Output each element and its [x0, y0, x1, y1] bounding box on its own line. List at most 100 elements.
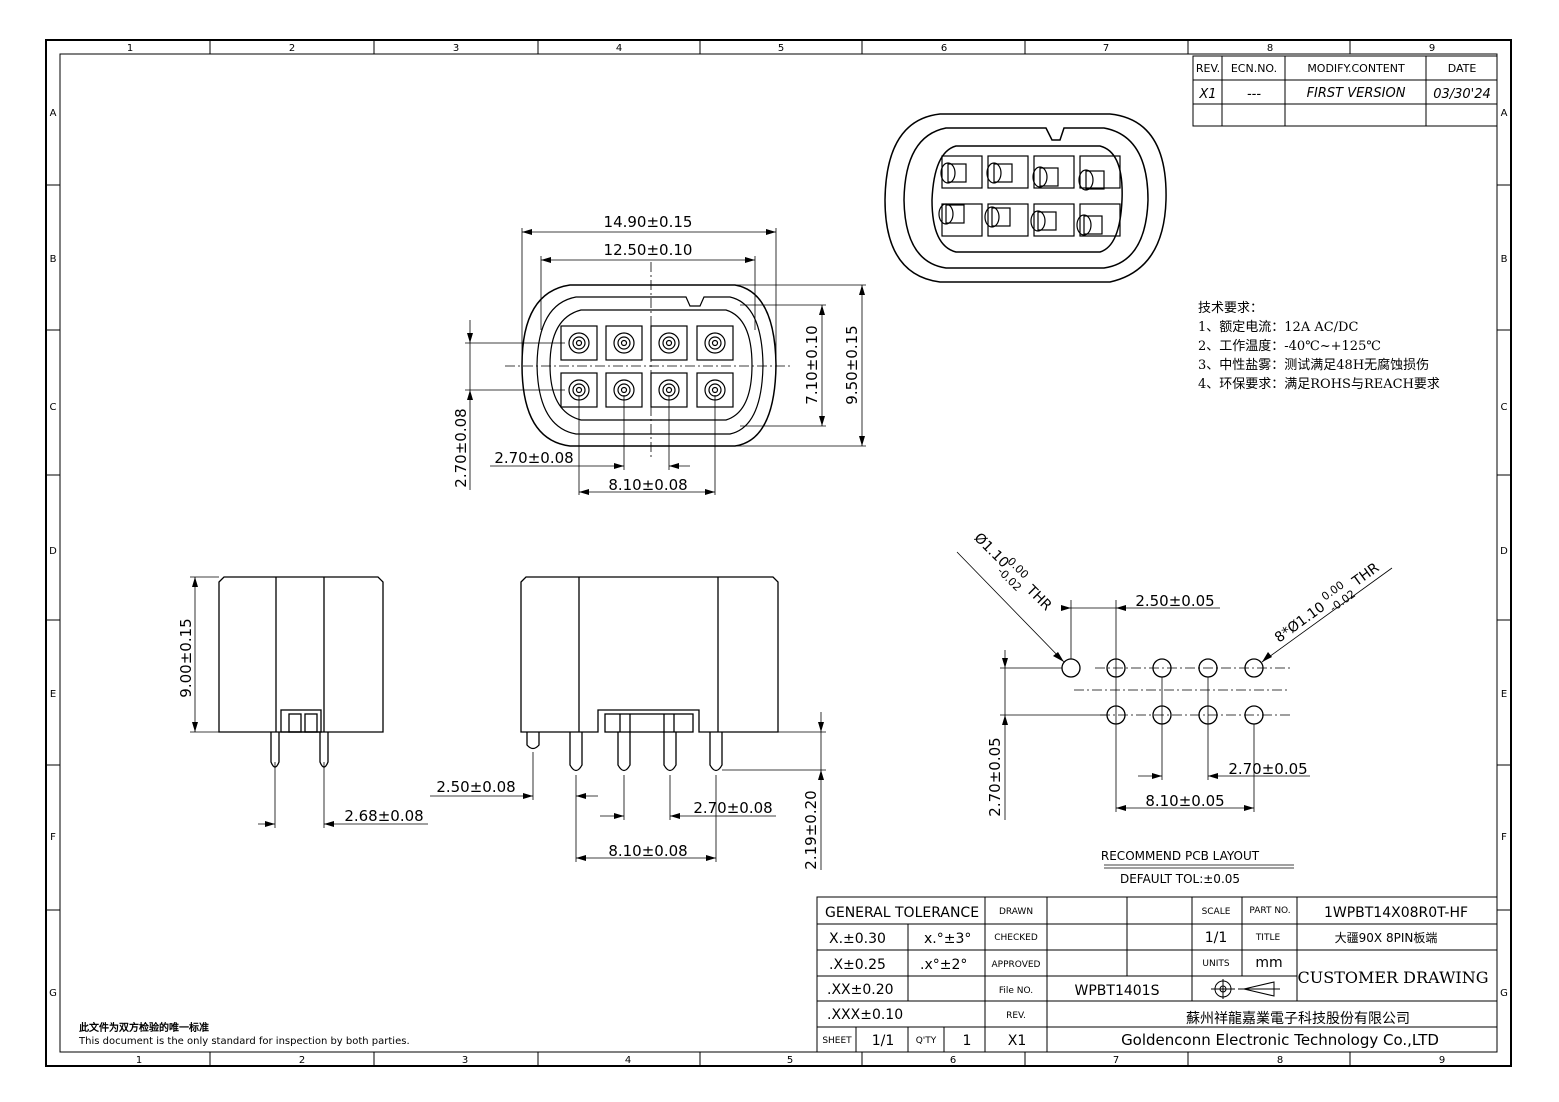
modify-value: FIRST VERSION: [1307, 86, 1406, 101]
pcb-centerlines: [1074, 667, 1290, 716]
top-view-cavities: [560, 325, 734, 408]
title-label: TITLE: [1255, 933, 1281, 943]
side-view-dim-labels: 9.00±0.15 2.68±0.08: [177, 618, 424, 825]
tech-item: 4、环保要求：满足ROHS与REACH要求: [1198, 377, 1440, 392]
dim-side-pin-offset: 2.68±0.08: [344, 807, 423, 825]
zone-col-label: 9: [1439, 1055, 1445, 1066]
sheet-label: SHEET: [822, 1036, 852, 1046]
isometric-view: [884, 113, 1167, 283]
dim-overall-height: 9.50±0.15: [843, 325, 861, 404]
pcb-row-pitch-dim: 2.70±0.05: [986, 737, 1004, 816]
ecn-value: ---: [1247, 87, 1261, 102]
qty-value: 1: [963, 1033, 972, 1049]
dim-front-pin-span: 8.10±0.08: [608, 842, 687, 860]
zone-row-label: C: [50, 402, 57, 413]
qty-label: Q'TY: [916, 1036, 937, 1046]
top-view-centerlines: [505, 262, 790, 460]
top-view-dim-labels: 14.90±0.15 12.50±0.10 2.70±0.08 8.10±0.0…: [452, 213, 861, 494]
zone-row-label: E: [50, 689, 56, 700]
hole-thr: THR: [1349, 560, 1383, 591]
checked-label: CHECKED: [994, 933, 1038, 943]
dim-overall-width: 14.90±0.15: [604, 213, 693, 231]
pcb-hole-callout-right: 8*Ø1.10 0.00 -0.02 THR: [1272, 560, 1383, 646]
zone-row-label: C: [1501, 402, 1508, 413]
top-view-dim-lines: [465, 228, 866, 495]
zone-col-label: 2: [289, 43, 295, 54]
drawing-type: CUSTOMER DRAWING: [1298, 968, 1489, 987]
iso-pin-row-bottom: [938, 203, 1121, 237]
pcb-span-dim: 8.10±0.05: [1145, 792, 1224, 810]
side-view: [190, 576, 428, 828]
zone-col-label: 4: [616, 43, 622, 54]
footer-note: 此文件为双方检验的唯一标准 This document is the only …: [78, 1021, 410, 1047]
zone-row-label: B: [50, 254, 57, 265]
tech-requirements: 技术要求： 1、额定电流：12A AC/DC 2、工作温度：-40℃~+125℃…: [1198, 301, 1440, 392]
zone-row-label: F: [50, 832, 56, 843]
dim-inner-height: 7.10±0.10: [803, 325, 821, 404]
modify-header: MODIFY.CONTENT: [1307, 62, 1405, 75]
hole-callout-right: 8*Ø1.10: [1272, 599, 1328, 646]
sheet-value: 1/1: [872, 1033, 895, 1049]
tech-item: 2、工作温度：-40℃~+125℃: [1198, 338, 1381, 354]
general-tolerance-label: GENERAL TOLERANCE: [825, 905, 979, 921]
projection-symbol-icon: [1211, 979, 1280, 999]
front-view-dim-labels: 2.50±0.08 2.70±0.08 8.10±0.08 2.19±0.20: [436, 778, 820, 870]
dim-col-pitch: 2.70±0.08: [494, 449, 573, 467]
scale-value: 1/1: [1205, 930, 1228, 946]
scale-label: SCALE: [1202, 907, 1231, 917]
zone-col-label: 3: [453, 43, 459, 54]
rev-header: REV.: [1196, 62, 1220, 75]
angle-tol-2: .x°±2°: [920, 957, 967, 973]
file-no-value: WPBT1401S: [1075, 983, 1160, 999]
dim-pin-span: 8.10±0.08: [608, 476, 687, 494]
top-view: [465, 228, 866, 495]
tol-xxxx: .XXX±0.10: [827, 1007, 903, 1023]
zone-col-label: 5: [787, 1055, 793, 1066]
sheet-frame: [45, 39, 1512, 1067]
zone-row-label: A: [50, 108, 57, 119]
pcb-title-block: RECOMMEND PCB LAYOUT DEFAULT TOL:±0.05: [1101, 849, 1294, 886]
pcb-holes: [1061, 658, 1264, 725]
zone-row-label: D: [49, 546, 57, 557]
pcb-pitch-dim: 2.70±0.05: [1228, 760, 1307, 778]
zone-col-label: 1: [136, 1055, 142, 1066]
tol-x: X.±0.30: [829, 931, 886, 947]
zone-col-label: 1: [127, 43, 133, 54]
zone-col-label: 8: [1267, 43, 1273, 54]
dim-inner-width: 12.50±0.10: [604, 241, 693, 259]
units-value: mm: [1255, 955, 1282, 971]
angle-tol-1: x.°±3°: [924, 931, 971, 947]
file-no-label: File NO.: [999, 986, 1033, 996]
title-block: GENERAL TOLERANCE X.±0.30 .X±0.25 .XX±0.…: [816, 896, 1498, 1053]
zone-col-label: 2: [299, 1055, 305, 1066]
zone-ticks: [46, 40, 1511, 1066]
zone-col-label: 4: [625, 1055, 631, 1066]
approved-label: APPROVED: [992, 960, 1041, 970]
zone-col-label: 7: [1113, 1055, 1119, 1066]
units-label: UNITS: [1202, 959, 1229, 969]
zone-col-label: 5: [778, 43, 784, 54]
footer-note-en: This document is the only standard for i…: [78, 1036, 410, 1047]
tech-item: 3、中性盐雾：测试满足48H无腐蚀损伤: [1198, 358, 1429, 373]
tol-xx: .X±0.25: [829, 957, 886, 973]
zone-col-label: 6: [941, 43, 947, 54]
zone-row-label: G: [1500, 988, 1508, 999]
tech-title: 技术要求：: [1198, 301, 1263, 316]
top-view-arrows: [467, 229, 865, 495]
zone-row-label: F: [1501, 832, 1507, 843]
rev-label: REV.: [1006, 1011, 1026, 1021]
zone-row-label: E: [1501, 689, 1507, 700]
dim-pin-length: 2.19±0.20: [802, 790, 820, 869]
rev-value: X1: [1008, 1033, 1027, 1049]
zone-col-label: 7: [1103, 43, 1109, 54]
zone-row-label: D: [1500, 546, 1508, 557]
part-no-value: 1WPBT14X08R0T-HF: [1324, 905, 1468, 921]
pcb-title: RECOMMEND PCB LAYOUT: [1101, 849, 1260, 863]
company-en: Goldenconn Electronic Technology Co.,LTD: [1121, 1031, 1439, 1049]
zone-col-label: 3: [462, 1055, 468, 1066]
pcb-offset-dim: 2.50±0.05: [1135, 592, 1214, 610]
front-view: [430, 576, 826, 870]
ecn-header: ECN.NO.: [1231, 62, 1277, 75]
zone-col-label: 8: [1277, 1055, 1283, 1066]
title-value: 大疆90X 8PIN板端: [1335, 931, 1438, 945]
